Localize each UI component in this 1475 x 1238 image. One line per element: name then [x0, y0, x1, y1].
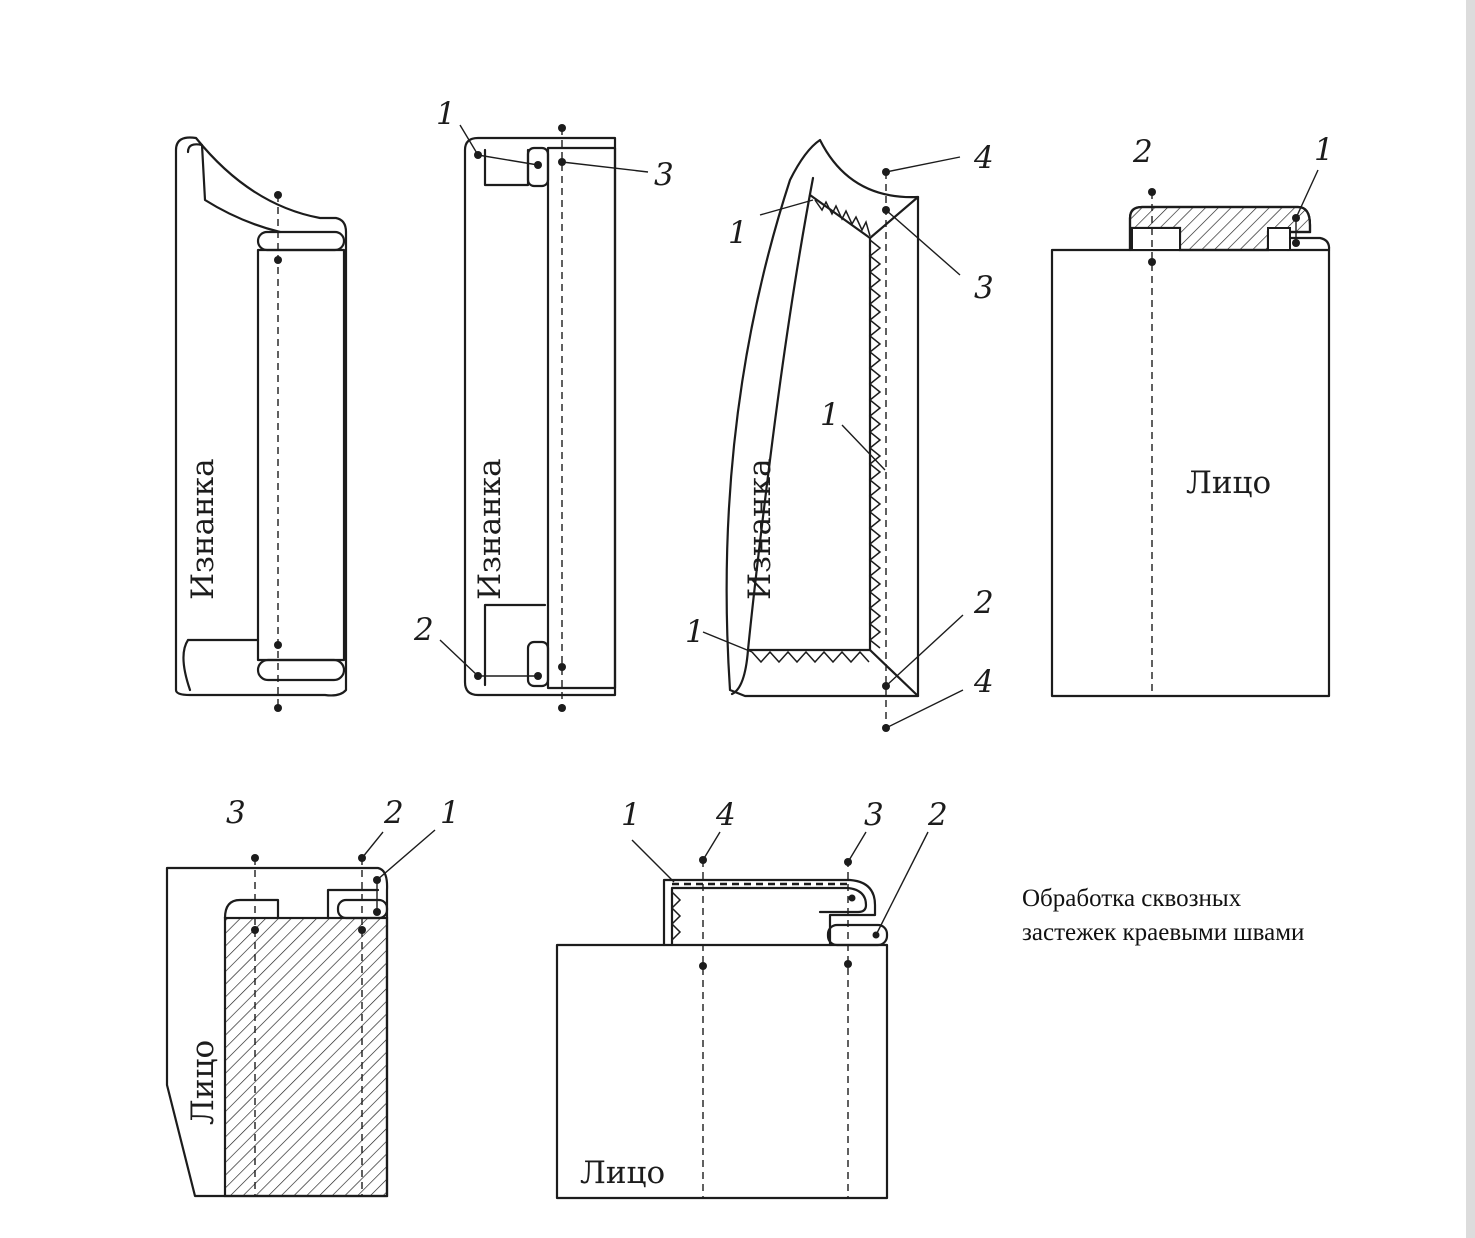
fig5-dot	[251, 926, 259, 934]
fig6-label-face: Лицо	[580, 1155, 665, 1191]
fig3-marker-4b: 4	[973, 664, 994, 700]
fig2-leader-1b	[477, 154, 539, 166]
fig5-hatched-panel	[223, 916, 389, 1198]
fig3-leader-1a	[759, 199, 814, 216]
fig3-miter-bottom	[868, 648, 920, 698]
fig5-leader-2	[361, 831, 384, 859]
fig5-label-face: Лицо	[185, 1040, 221, 1125]
fig4-fold-right	[1288, 236, 1331, 252]
fig1-label-reverse: Изнанка	[185, 458, 221, 600]
fig1-bottom-loop	[256, 658, 346, 682]
fig6-marker-2: 2	[927, 797, 948, 833]
fig2-leader-1	[459, 124, 479, 156]
fig6-dot	[848, 894, 856, 902]
caption-line-2: застежек краевыми швами	[1022, 919, 1304, 946]
fig5-left-tab	[223, 898, 280, 920]
fig1-dot	[274, 191, 282, 199]
fig6-top-band	[662, 878, 877, 947]
fig2-dot	[558, 663, 566, 671]
figure-3: 4 3 1 1 1 2 4 Изнанка	[685, 138, 994, 732]
fig5-dot	[358, 926, 366, 934]
fig6-marker-1: 1	[621, 797, 641, 833]
fig4-leader-1b	[1295, 169, 1319, 219]
fig4-slot-left	[1131, 227, 1181, 251]
fig2-bottom-tab	[526, 640, 550, 688]
figure-4: 2 1 Лицо	[1050, 132, 1334, 698]
fig3-zigzag-side	[868, 239, 882, 649]
fig2-label-reverse: Изнанка	[472, 458, 508, 600]
fig6-right-loop	[826, 923, 889, 947]
fig3-leader-3	[885, 209, 961, 276]
fig1-dot	[274, 641, 282, 649]
fig3-leader-1b	[841, 424, 886, 471]
fig2-leader-3	[561, 161, 649, 173]
fig6-leader-2	[875, 831, 929, 936]
fig2-outline	[463, 136, 617, 697]
fig1-strip	[256, 248, 346, 662]
fig3-curve-inner	[730, 176, 815, 696]
fig1-top-loop	[256, 230, 346, 252]
fig6-marker-4: 4	[715, 797, 736, 833]
fig1-top-fold	[186, 143, 282, 234]
page-edge	[1466, 0, 1475, 1238]
fig6-dot	[699, 962, 707, 970]
fig3-zigzag-top	[814, 199, 871, 237]
fig3-label-reverse: Изнанка	[742, 458, 778, 600]
fig6-leader-1	[631, 839, 675, 883]
fig6-zigzag	[670, 891, 682, 941]
fig4-marker-2: 2	[1132, 134, 1153, 170]
figure-5: 3 2 1 Лицо	[165, 795, 460, 1198]
fig5-marker-2: 2	[383, 795, 404, 831]
fig4-dot	[1148, 258, 1156, 266]
fig3-marker-1a: 1	[728, 215, 748, 251]
fig6-inner-band	[670, 886, 868, 947]
fig3-top-edge	[808, 193, 872, 240]
fig2-strip	[546, 146, 617, 690]
fig6-marker-3: 3	[864, 797, 884, 833]
fig2-top-notch	[483, 148, 530, 187]
figure-6: 1 4 3 2 Лицо	[555, 797, 948, 1200]
fig3-marker-1c: 1	[685, 614, 705, 650]
fig2-marker-3: 3	[654, 157, 674, 193]
fig3-marker-3: 3	[974, 270, 994, 306]
fig6-dot	[844, 960, 852, 968]
fig5-leader-1b	[376, 829, 436, 881]
fig3-marker-2: 2	[973, 585, 994, 621]
fig3-marker-1b: 1	[820, 397, 840, 433]
fig5-marker-1: 1	[440, 795, 460, 831]
fig1-dot	[274, 256, 282, 264]
fig1-dot	[274, 704, 282, 712]
fig3-zigzag-bottom	[751, 650, 870, 664]
fig5-dot	[251, 854, 259, 862]
fig2-dot	[558, 124, 566, 132]
fig4-label-face: Лицо	[1186, 465, 1271, 501]
fig1-bottom-fold	[182, 638, 260, 692]
fig4-marker-1: 1	[1314, 132, 1334, 168]
fig4-slot-right	[1267, 227, 1291, 251]
fig4-dot	[1148, 188, 1156, 196]
fig3-leader-1c	[702, 631, 753, 653]
figure-1: Изнанка	[174, 136, 348, 712]
fig2-dot	[558, 704, 566, 712]
fig3-outline	[725, 138, 920, 698]
fig5-marker-3: 3	[226, 795, 246, 831]
fig2-bottom-notch	[483, 603, 547, 687]
fig3-leader-2	[885, 614, 964, 687]
fig3-marker-4a: 4	[973, 140, 994, 176]
fig3-leader-4b	[885, 689, 964, 729]
fig6-panel	[555, 943, 889, 1200]
fig2-marker-1: 1	[436, 96, 456, 132]
fig2-marker-2: 2	[413, 612, 434, 648]
fig6-leader-4	[702, 831, 721, 861]
figure-2: 1 3 2 Изнанка	[413, 96, 674, 712]
fig2-leader-2	[439, 639, 479, 677]
fig3-leader-4a	[885, 156, 961, 173]
fig1-outline	[174, 136, 348, 697]
caption-line-1: Обработка сквозных	[1022, 885, 1242, 912]
fig6-leader-3	[847, 831, 867, 863]
fig5-right-notch	[326, 888, 380, 920]
